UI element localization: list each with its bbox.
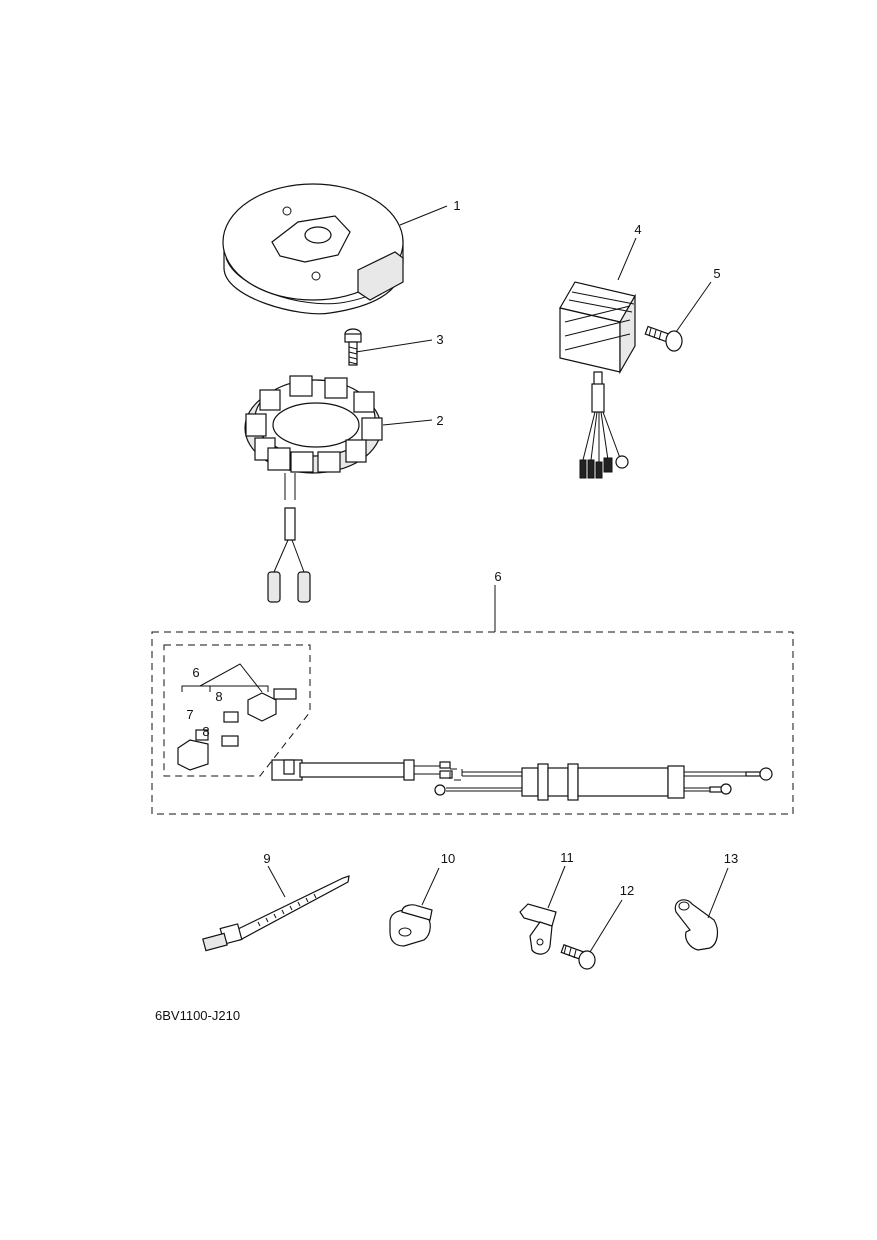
drawing-code: 6BV1100-J210 bbox=[155, 1008, 240, 1023]
callout-numbers: 1 3 2 4 5 6 6 7 8 8 9 10 11 12 13 bbox=[186, 198, 738, 898]
screw-part-5 bbox=[644, 325, 683, 352]
clip-part-13 bbox=[674, 899, 719, 951]
bolt-part-3 bbox=[344, 328, 362, 366]
bolt-part-12 bbox=[560, 944, 596, 970]
callout-2: 2 bbox=[436, 413, 443, 428]
callout-6: 6 bbox=[494, 569, 501, 584]
callout-8-upper: 8 bbox=[215, 689, 222, 704]
clamp-part-10 bbox=[389, 904, 433, 947]
callout-1: 1 bbox=[453, 198, 460, 213]
callout-4: 4 bbox=[634, 222, 641, 237]
rectifier-regulator bbox=[559, 281, 636, 479]
callout-6-inner: 6 bbox=[192, 665, 199, 680]
wire-harness-kit bbox=[151, 631, 794, 815]
callout-11: 11 bbox=[560, 850, 574, 865]
callout-7: 7 bbox=[186, 707, 193, 722]
leader-lines bbox=[267, 205, 729, 953]
bracket-part-11 bbox=[519, 903, 557, 955]
callout-3: 3 bbox=[436, 332, 443, 347]
callout-8-lower: 8 bbox=[202, 724, 209, 739]
callout-13: 13 bbox=[724, 851, 738, 866]
cable-tie bbox=[202, 875, 350, 952]
callout-5: 5 bbox=[713, 266, 720, 281]
flywheel-rotor bbox=[222, 183, 404, 315]
callout-10: 10 bbox=[441, 851, 455, 866]
callout-12: 12 bbox=[620, 883, 634, 898]
callout-9: 9 bbox=[263, 851, 270, 866]
stator-coil bbox=[244, 375, 383, 603]
